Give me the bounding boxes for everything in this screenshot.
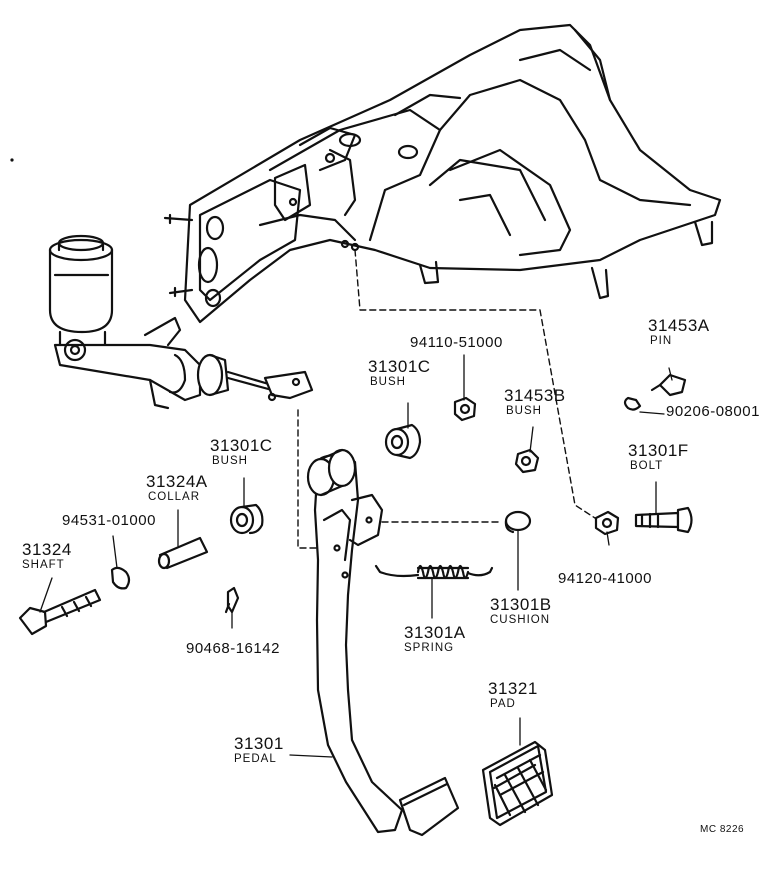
part-number-31324A: 31324A <box>146 472 208 491</box>
part-name-spring: SPRING <box>404 642 455 654</box>
part-number-94110-51000: 94110-51000 <box>410 334 503 351</box>
part-name-pin: PIN <box>650 335 673 347</box>
pedal-pad <box>481 740 554 827</box>
part-number-31301F: 31301F <box>628 441 689 460</box>
part-number-94120-41000: 94120-41000 <box>558 570 652 587</box>
installation-lines <box>297 249 599 549</box>
part-name-bush-top: BUSH <box>370 376 406 388</box>
part-name-bolt: BOLT <box>630 460 664 472</box>
part-number-31301C-top: 31301C <box>368 357 431 376</box>
part-name-bush-31453B: BUSH <box>506 405 542 417</box>
part-number-31453B: 31453B <box>504 386 566 405</box>
part-name-shaft: SHAFT <box>22 559 65 571</box>
part-number-94531-01000: 94531-01000 <box>62 512 156 529</box>
part-name-collar: COLLAR <box>148 491 201 503</box>
part-number-90206-08001: 90206-08001 <box>666 403 760 420</box>
part-number-31301B: 31301B <box>490 595 552 614</box>
clutch-master-cylinder <box>48 234 314 410</box>
part-name-cushion: CUSHION <box>490 614 551 626</box>
part-name-pedal: PEDAL <box>234 753 277 765</box>
part-number-31453A: 31453A <box>648 316 710 335</box>
small-parts <box>18 373 693 636</box>
leader-lines <box>39 354 673 758</box>
clutch-pedal <box>306 448 460 837</box>
body-frame <box>10 23 722 324</box>
diagram-code: MC 8226 <box>700 824 745 835</box>
part-number-31321: 31321 <box>488 679 538 698</box>
part-number-31301C-left: 31301C <box>210 436 273 455</box>
part-number-31301: 31301 <box>234 734 284 753</box>
return-spring <box>374 564 494 580</box>
part-number-31324: 31324 <box>22 540 72 559</box>
part-number-90468-16142: 90468-16142 <box>186 640 280 657</box>
part-number-31301A: 31301A <box>404 623 466 642</box>
part-name-bush-left: BUSH <box>212 455 248 467</box>
part-name-pad: PAD <box>490 698 516 710</box>
